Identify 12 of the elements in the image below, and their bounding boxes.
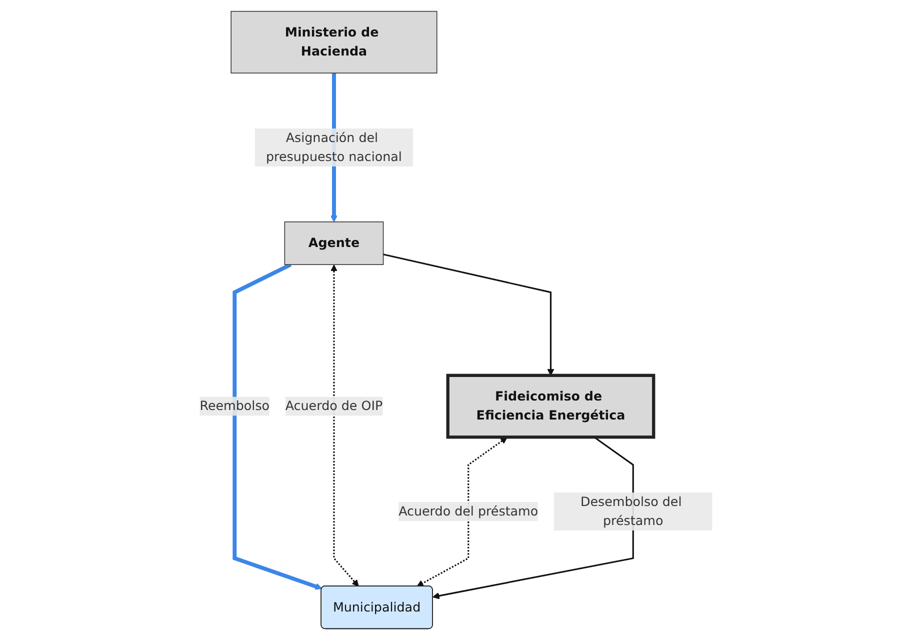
edge-label: Reembolso [200,398,270,413]
arrow [330,264,359,586]
arrow [383,253,554,376]
node-box: Agente [284,220,384,264]
edge-label: Desembolso del préstamo [580,494,682,528]
arrow [232,262,322,590]
arrow [416,436,508,586]
node-box: Fideicomiso de Eficiencia Energética [446,373,656,438]
edge-label: Acuerdo del préstamo [398,503,538,518]
edge-label: Asignación del presupuesto nacional [266,130,402,164]
node-box: Ministerio de Hacienda [230,10,438,73]
edge-label: Acuerdo de OIP [285,398,383,413]
